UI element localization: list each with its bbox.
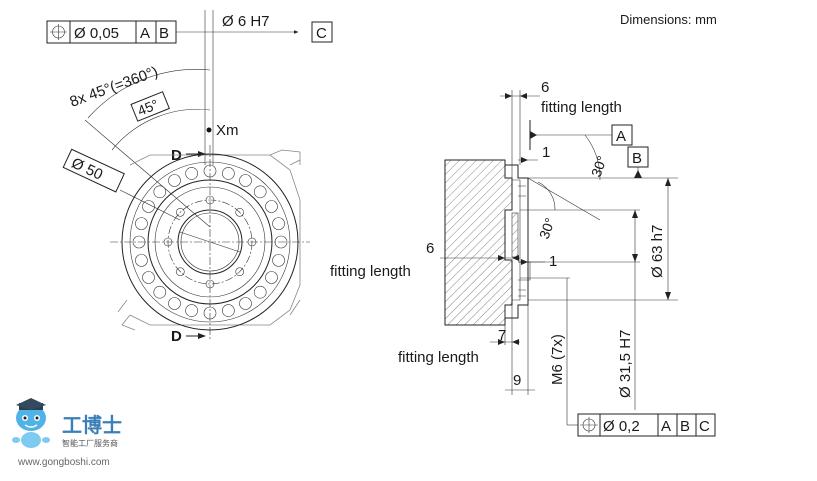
- left-view: Ø 0,05 A B Ø 6 H7 C 8x 45°(=360°) 45° Xm…: [46, 10, 333, 345]
- dim-1-top: 1: [542, 144, 550, 161]
- outer-hole: [265, 200, 278, 213]
- hatched-body: [444, 159, 513, 326]
- outer-hole: [168, 297, 181, 310]
- tol2-ref-a: A: [661, 418, 671, 435]
- outer-hole: [222, 167, 235, 180]
- section-d-bottom: D: [171, 328, 182, 345]
- datum-b: B: [632, 150, 642, 167]
- position-icon: [580, 417, 598, 433]
- section-d-top: D: [171, 147, 182, 164]
- outer-hole: [135, 217, 148, 230]
- fit6-top-value: 6: [541, 79, 549, 96]
- datum-a-box: [611, 124, 633, 146]
- outer-hole: [185, 167, 198, 180]
- xm-label: Xm: [216, 122, 239, 139]
- angle-30-top: 30°: [588, 154, 610, 179]
- tolerance-frame-right: Ø 0,2 A B C: [577, 413, 716, 437]
- fit6-left-label: fitting length: [330, 263, 411, 280]
- dim-1-mid: 1: [549, 253, 557, 270]
- fit6-top-label: fitting length: [541, 99, 622, 116]
- m6-callout: M6 (7x): [549, 334, 566, 385]
- watermark-tagline: 智能工厂服务商: [62, 438, 118, 448]
- outer-hole: [142, 200, 155, 213]
- angle-single-box: [130, 91, 170, 122]
- bore-callout: Ø 6 H7: [222, 13, 270, 30]
- tol2-value: Ø 0,2: [603, 418, 640, 435]
- watermark-name: 工博士: [62, 413, 122, 437]
- diameter-50: Ø 50: [69, 155, 106, 184]
- bolt-hole: [235, 267, 244, 276]
- outer-hole: [265, 271, 278, 284]
- tolerance-frame-left: Ø 0,05 A B: [46, 20, 205, 44]
- tol-ref-b: B: [159, 25, 169, 42]
- tol-value: Ø 0,05: [74, 25, 119, 42]
- outer-hole: [222, 304, 235, 317]
- robot-mascot-icon: [12, 398, 50, 448]
- bolt-hole: [176, 208, 185, 217]
- outer-hole: [153, 285, 167, 299]
- tol-ref-a: A: [140, 25, 150, 42]
- outer-hole: [253, 285, 267, 299]
- tol2-ref-c: C: [699, 418, 710, 435]
- xm-point: [206, 127, 212, 133]
- outer-hole: [185, 304, 198, 317]
- datum-c: C: [316, 25, 327, 42]
- bolt-hole: [235, 208, 244, 217]
- outer-hole: [239, 174, 252, 187]
- diameter-50-box: [62, 148, 125, 193]
- tol2-ref-b: B: [680, 418, 690, 435]
- angle-single: 45°: [135, 96, 161, 119]
- datum-c-box: [311, 21, 333, 43]
- angle-30-mid: 30°: [536, 216, 558, 241]
- outer-hole: [153, 185, 167, 199]
- outer-hole: [253, 185, 267, 199]
- fit6-left-value: 6: [426, 240, 434, 257]
- outer-hole: [135, 254, 148, 267]
- dim-63: Ø 63 h7: [649, 225, 666, 278]
- outer-hole: [272, 254, 285, 267]
- outer-hole: [272, 217, 285, 230]
- units-label: Dimensions: mm: [620, 12, 717, 27]
- bolt-hole: [176, 267, 185, 276]
- outer-hole: [239, 297, 252, 310]
- datum-a: A: [616, 128, 626, 145]
- watermark-url: www.gongboshi.com: [17, 457, 110, 468]
- outer-hole: [168, 174, 181, 187]
- fit7-label: fitting length: [398, 349, 479, 366]
- position-icon: [50, 24, 67, 40]
- outer-hole: [142, 271, 155, 284]
- watermark-logo: 工博士 智能工厂服务商 www.gongboshi.com: [12, 398, 122, 468]
- fit7-value: 7: [498, 327, 506, 344]
- dim-9: 9: [513, 372, 521, 389]
- right-view: Ø 63 h7 Ø 31,5 H7 M6 (7x) 6 fitting leng…: [330, 79, 716, 437]
- flange-face: [110, 145, 310, 340]
- dim-31: Ø 31,5 H7: [617, 330, 634, 398]
